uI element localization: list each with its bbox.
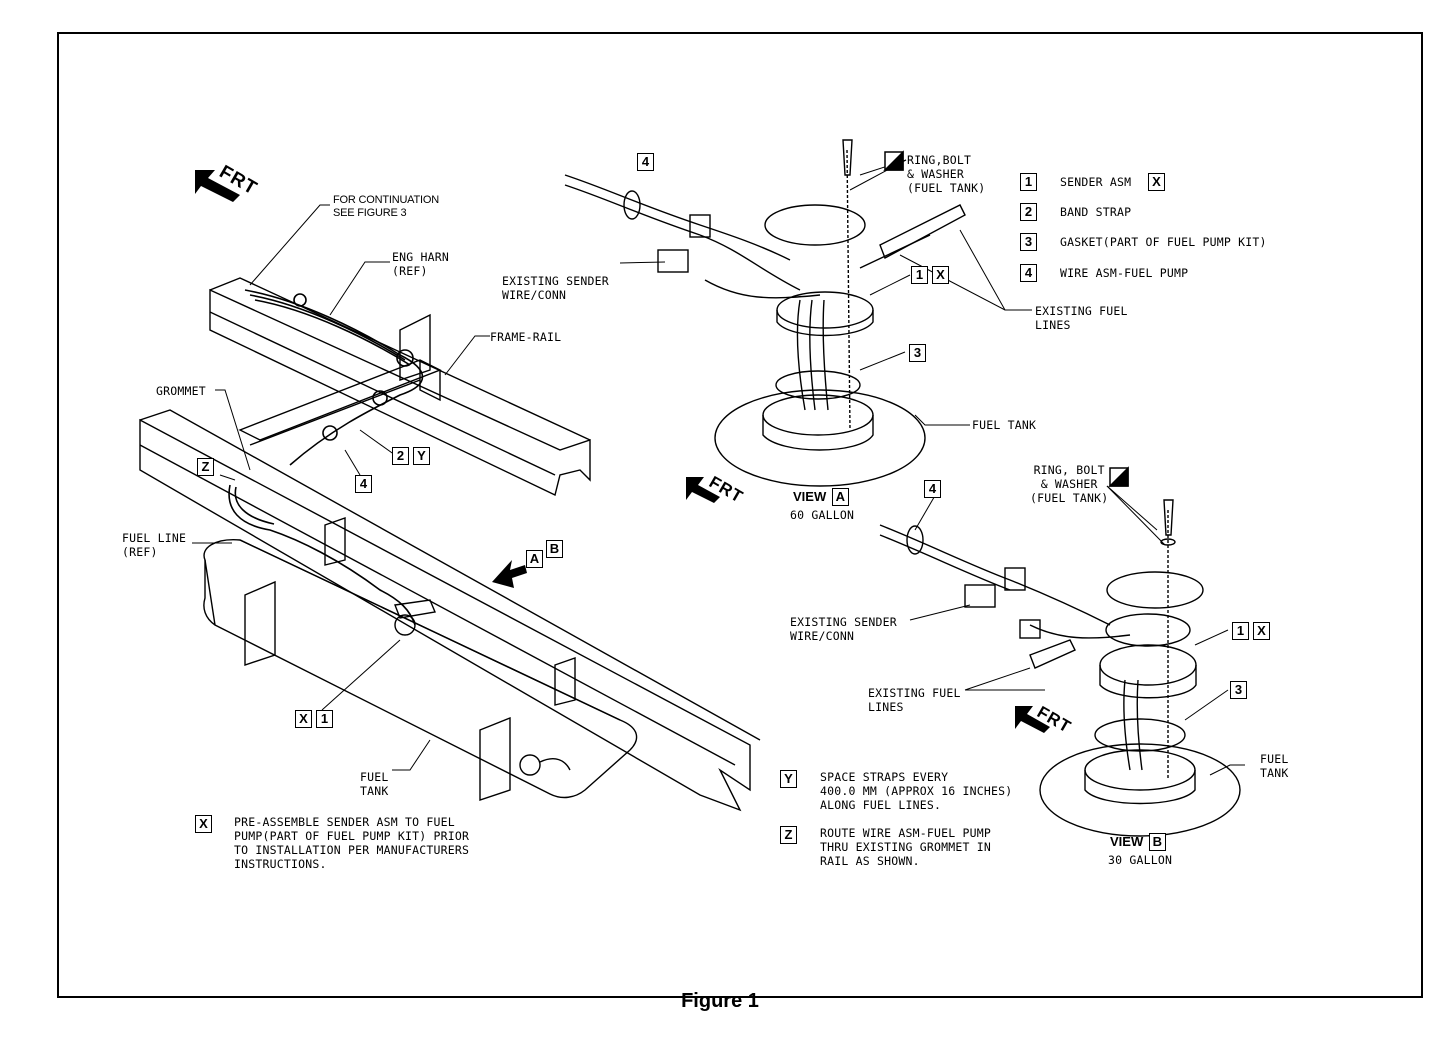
callout-1-left: 1 [316, 710, 333, 728]
frame-rail-label: FRAME-RAIL [490, 330, 562, 344]
existing-sender-a-label: EXISTING SENDER WIRE/CONN [502, 274, 609, 302]
callout-4-view-a: 4 [637, 153, 654, 171]
eng-harn-label: ENG HARN (REF) [392, 250, 449, 278]
view-a-title: VIEW A [793, 488, 849, 506]
grommet-label: GROMMET [156, 384, 206, 398]
callout-x-view-b: X [1253, 622, 1270, 640]
legend-tag: X [1148, 173, 1165, 191]
legend-text: SENDER ASM [1060, 175, 1132, 189]
view-b-letter: B [1148, 833, 1166, 851]
view-b-capacity: 30 GALLON [1108, 853, 1173, 867]
ring-bolt-washer-b-label: RING, BOLT & WASHER (FUEL TANK) [1030, 463, 1109, 505]
legend-item: 2 BAND STRAP [1020, 203, 1350, 223]
callout-1-view-a: 1 [911, 266, 928, 284]
legend-num: 1 [1020, 173, 1037, 191]
outer-border [57, 32, 1423, 998]
left-fuel-tank-label: FUEL TANK [360, 770, 389, 798]
frt-arrow-view-a [686, 477, 720, 503]
ring-bolt-washer-a-label: RING,BOLT & WASHER (FUEL TANK) [907, 153, 986, 195]
view-b-title: VIEW B [1110, 833, 1166, 851]
arrows [195, 170, 1050, 733]
callout-y-left: Y [413, 447, 430, 465]
existing-sender-b-label: EXISTING SENDER WIRE/CONN [790, 615, 897, 643]
note-z-text: ROUTE WIRE ASM-FUEL PUMP THRU EXISTING G… [820, 826, 991, 868]
note-y-text: SPACE STRAPS EVERY 400.0 MM (APPROX 16 I… [820, 770, 1013, 812]
ab-arrow [492, 560, 527, 588]
frt-arrow-left [195, 170, 240, 202]
callout-z-left: Z [197, 458, 214, 476]
fuel-line-label: FUEL LINE (REF) [122, 531, 187, 559]
figure-caption: Figure 1 [681, 990, 759, 1012]
legend-text: GASKET(PART OF FUEL PUMP KIT) [1060, 235, 1267, 249]
callout-b: B [546, 540, 563, 558]
legend-item: 4 WIRE ASM-FUEL PUMP [1020, 264, 1350, 284]
callout-2-left: 2 [392, 447, 409, 465]
view-a-word: VIEW [793, 489, 827, 504]
callout-3-view-b: 3 [1230, 681, 1247, 699]
callout-3-view-a: 3 [909, 344, 926, 362]
legend-num: 4 [1020, 264, 1037, 282]
note-z-tag: Z [780, 826, 797, 844]
view-a-letter: A [831, 488, 849, 506]
existing-fuel-lines-b-label: EXISTING FUEL LINES [868, 686, 961, 714]
view-b-art [879, 499, 1241, 837]
harness-wires [228, 289, 424, 626]
view-b-word: VIEW [1110, 834, 1144, 849]
left-fuel-tank-art [203, 539, 638, 801]
view-a-art [564, 139, 966, 487]
fuel-tank-b-label: FUEL TANK [1260, 752, 1289, 780]
frt-arrow-view-b [1015, 706, 1050, 733]
legend-item: 1 SENDER ASM X [1020, 173, 1350, 193]
note-x-tag: X [195, 815, 212, 833]
legend-num: 3 [1020, 233, 1037, 251]
note-y-tag: Y [780, 770, 797, 788]
existing-fuel-lines-a-label: EXISTING FUEL LINES [1035, 304, 1128, 332]
note-x-text: PRE-ASSEMBLE SENDER ASM TO FUEL PUMP(PAR… [234, 815, 470, 871]
legend-text: WIRE ASM-FUEL PUMP [1060, 266, 1189, 280]
callout-4-view-b: 4 [924, 480, 941, 498]
callout-1-view-b: 1 [1232, 622, 1249, 640]
callout-x-left: X [295, 710, 312, 728]
frame-rail-art [139, 277, 761, 812]
legend-text: BAND STRAP [1060, 205, 1132, 219]
legend-num: 2 [1020, 203, 1037, 221]
legend-item: 3 GASKET(PART OF FUEL PUMP KIT) [1020, 233, 1350, 253]
view-a-capacity: 60 GALLON [790, 508, 855, 522]
callout-x-view-a: X [932, 266, 949, 284]
callout-a: A [526, 550, 543, 568]
half-filled-boxes [883, 150, 1129, 487]
fuel-tank-a-label: FUEL TANK [972, 418, 1037, 432]
continuation-label: FOR CONTINUATION SEE FIGURE 3 [333, 194, 439, 219]
callout-4-left: 4 [355, 475, 372, 493]
